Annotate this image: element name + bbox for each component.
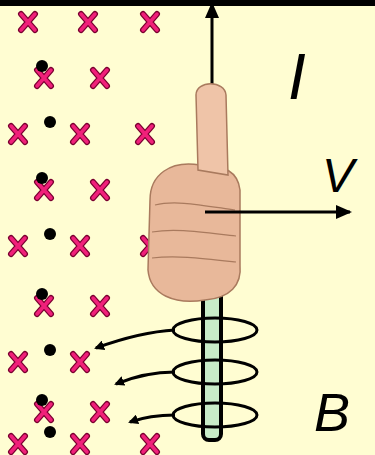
field-into-page-x bbox=[37, 182, 51, 198]
quantity-label: B bbox=[314, 385, 350, 439]
wire bbox=[203, 288, 221, 440]
velocity-arrow bbox=[205, 211, 350, 214]
field-into-page-x bbox=[93, 298, 107, 314]
hand bbox=[148, 84, 240, 302]
field-into-page-x bbox=[93, 404, 107, 420]
field-into-page-x bbox=[37, 298, 51, 314]
quantity-label: I bbox=[288, 45, 306, 109]
field-loops bbox=[96, 318, 257, 427]
field-into-page-x bbox=[11, 354, 25, 370]
field-into-page-x bbox=[81, 14, 95, 30]
field-into-page-x bbox=[93, 70, 107, 86]
field-out-of-page-dot bbox=[36, 172, 48, 184]
field-into-page-x bbox=[73, 238, 87, 254]
field-into-page-x bbox=[11, 238, 25, 254]
field-into-page-x bbox=[138, 126, 152, 142]
field-into-page-x bbox=[11, 436, 25, 452]
field-into-page-x bbox=[73, 126, 87, 142]
field-into-page-x bbox=[21, 14, 35, 30]
field-out-of-page-dot bbox=[36, 60, 48, 72]
field-into-page-x bbox=[37, 404, 51, 420]
field-out-of-page-dot bbox=[44, 228, 56, 240]
field-out-of-page-dot bbox=[44, 426, 56, 438]
field-into-page-x bbox=[143, 436, 157, 452]
field-into-page-x bbox=[73, 436, 87, 452]
field-into-page-x bbox=[11, 126, 25, 142]
field-out-of-page-dot bbox=[44, 116, 56, 128]
field-into-page-x bbox=[73, 354, 87, 370]
field-symbols bbox=[11, 14, 157, 452]
field-into-page-x bbox=[37, 70, 51, 86]
field-into-page-x bbox=[143, 14, 157, 30]
field-out-of-page-dot bbox=[44, 344, 56, 356]
field-out-of-page-dot bbox=[36, 394, 48, 406]
field-out-of-page-dot bbox=[36, 288, 48, 300]
quantity-label: V bbox=[322, 152, 354, 200]
field-into-page-x bbox=[93, 182, 107, 198]
